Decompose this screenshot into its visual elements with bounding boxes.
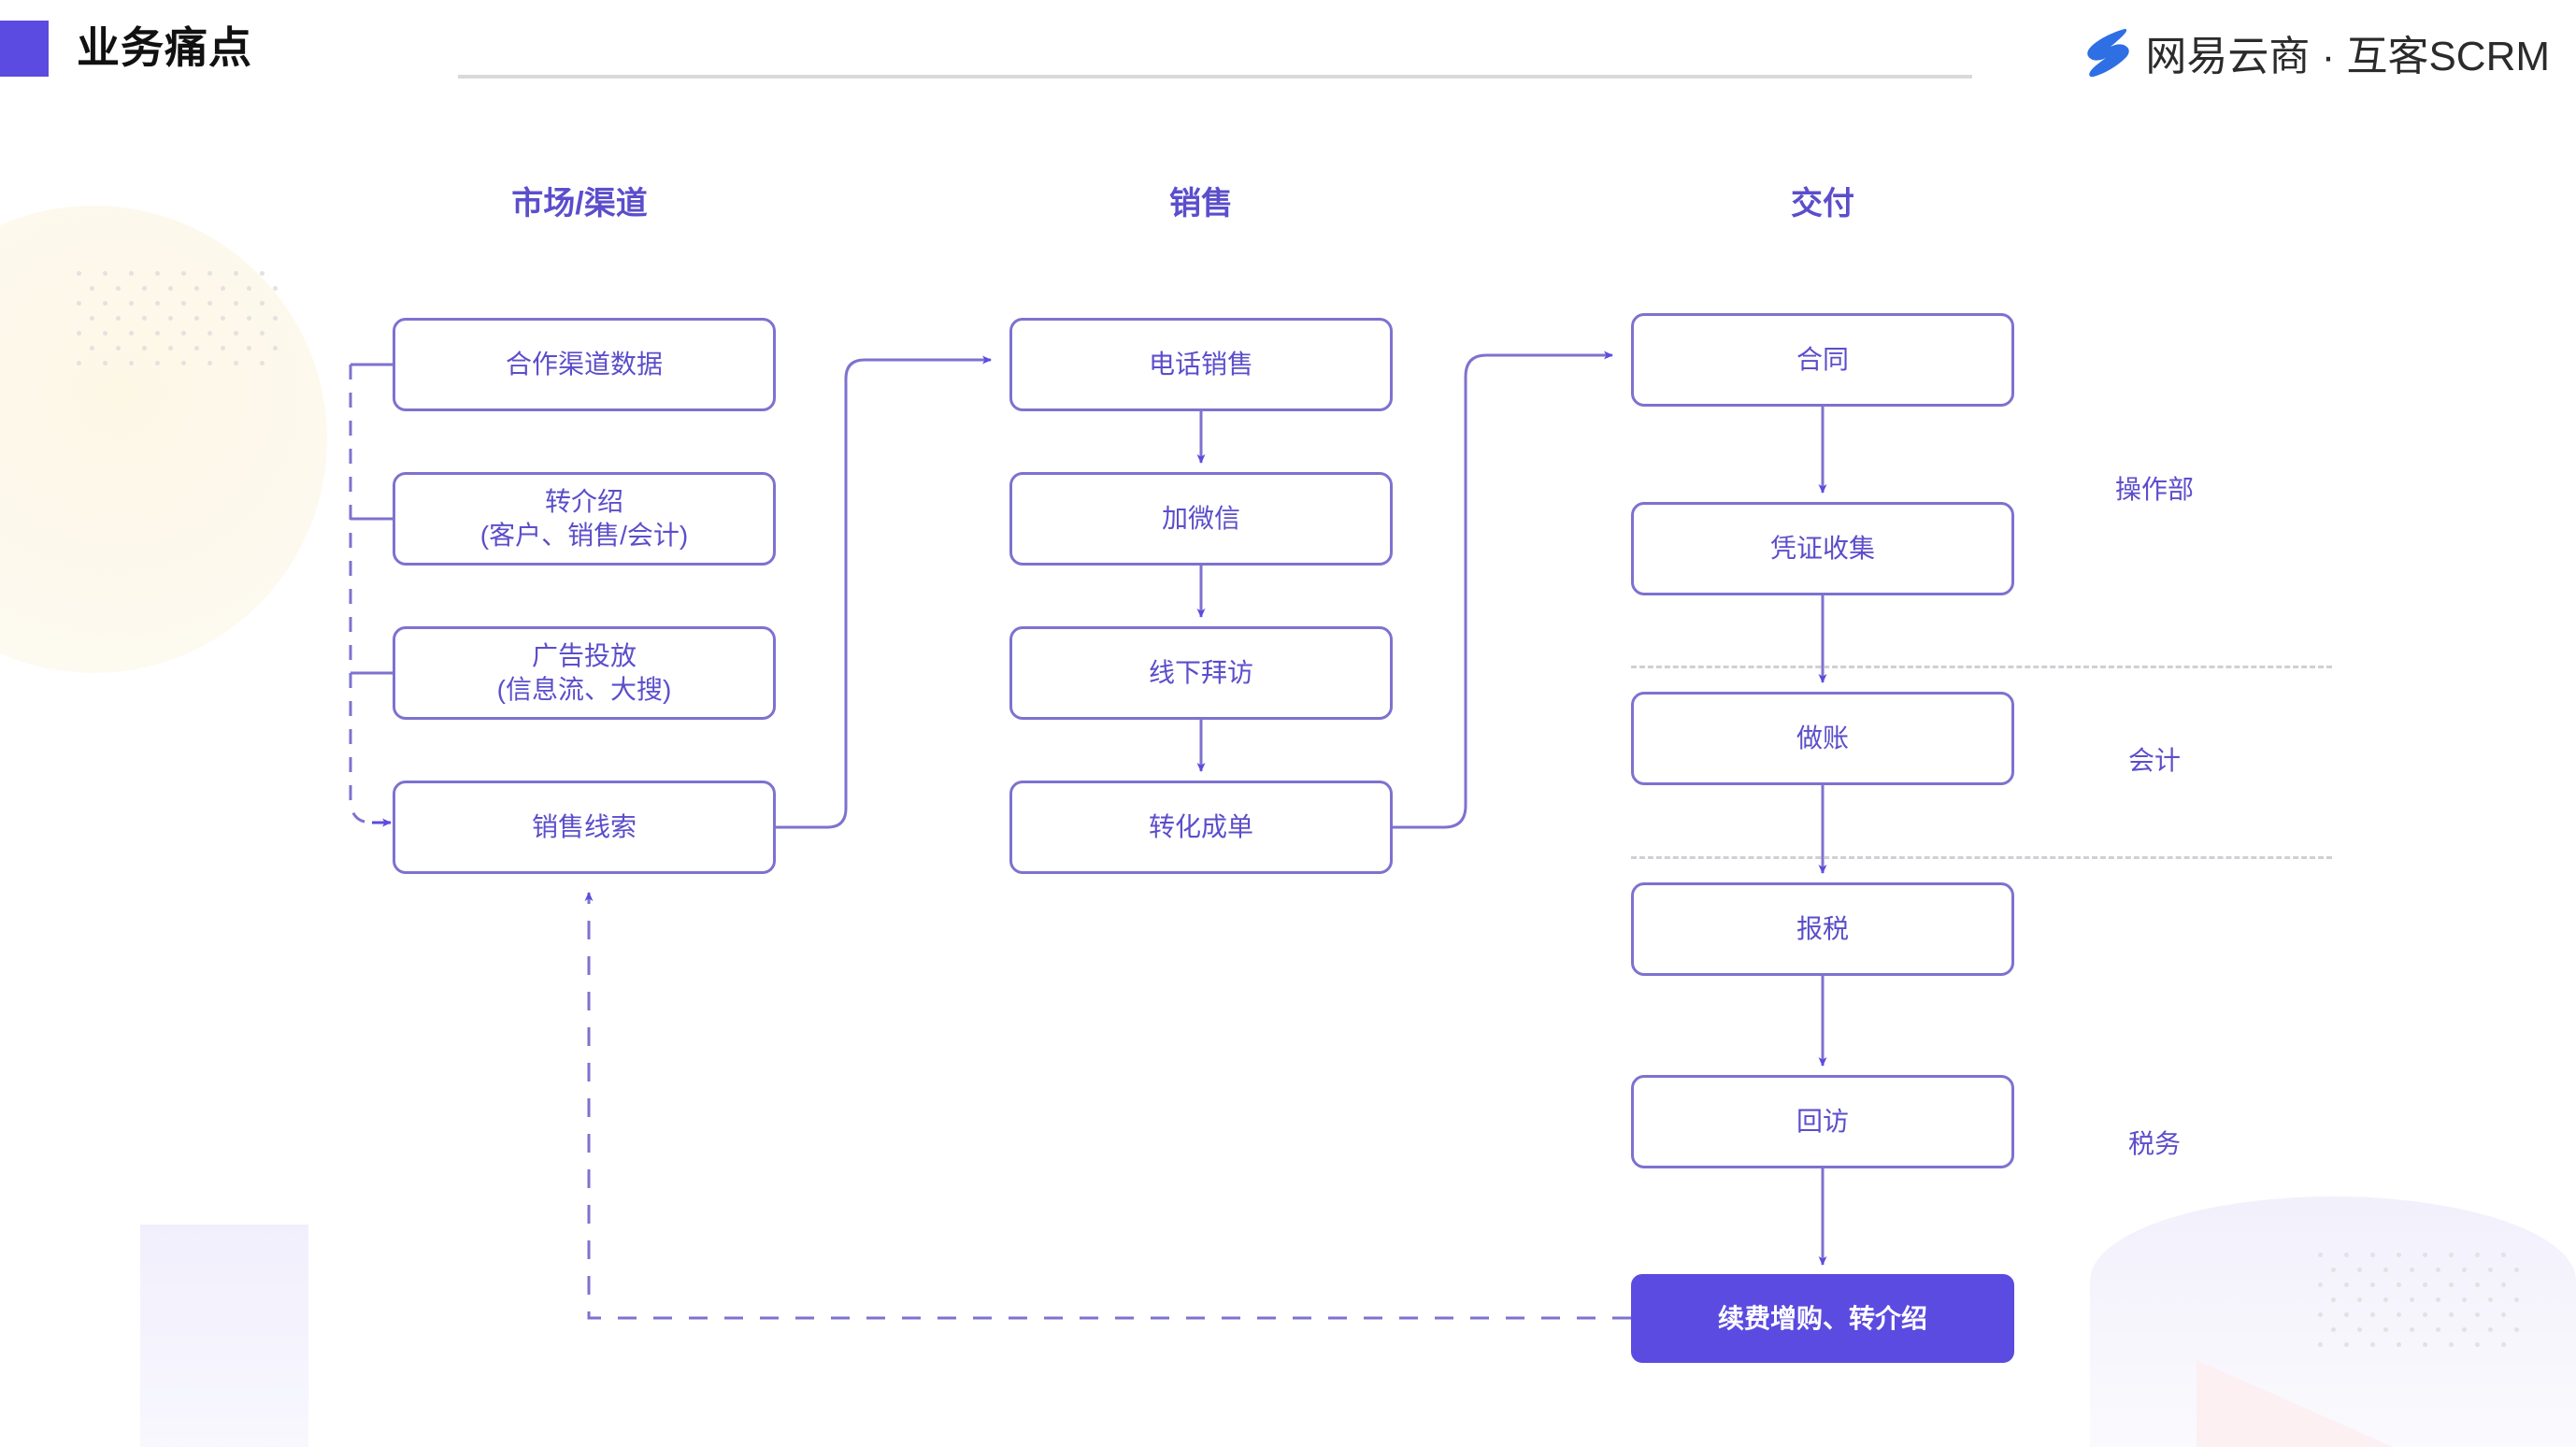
node-label: 转介绍(客户、销售/会计) [479,486,689,550]
node-ad-placement[interactable]: 广告投放(信息流、大搜) [393,626,776,720]
node-renewal-upsell-referral[interactable]: 续费增购、转介绍 [1631,1274,2014,1363]
node-voucher-collection[interactable]: 凭证收集 [1631,502,2014,595]
header-divider [458,75,1972,79]
node-add-wechat[interactable]: 加微信 [1009,472,1393,566]
lane-label-operations: 操作部 [2114,475,2195,504]
node-offline-visit[interactable]: 线下拜访 [1009,626,1393,720]
lane-divider-bottom [1631,856,2332,859]
title-accent-square [0,21,49,77]
node-sales-lead[interactable]: 销售线索 [393,781,776,874]
node-contract[interactable]: 合同 [1631,313,2014,407]
lane-label-accounting: 会计 [2127,746,2182,775]
node-follow-up-visit[interactable]: 回访 [1631,1075,2014,1168]
node-partner-channel-data[interactable]: 合作渠道数据 [393,318,776,411]
page-title: 业务痛点 [77,23,252,72]
lane-divider-top [1631,666,2332,668]
node-phone-sales[interactable]: 电话销售 [1009,318,1393,411]
column-heading-delivery: 交付 [1791,186,1854,222]
node-conversion-order[interactable]: 转化成单 [1009,781,1393,874]
lane-label-tax: 税务 [2127,1129,2182,1158]
node-referral[interactable]: 转介绍(客户、销售/会计) [393,472,776,566]
node-label: 广告投放(信息流、大搜) [496,640,672,704]
brand-lockup: 网易云商 · 互客SCRM [2083,22,2550,82]
column-heading-market: 市场/渠道 [511,186,648,222]
node-tax-filing[interactable]: 报税 [1631,882,2014,976]
netease-s-logo-icon [2087,28,2130,78]
brand-name: 网易云商 · 互客SCRM [2145,34,2550,79]
node-bookkeeping[interactable]: 做账 [1631,692,2014,785]
column-heading-sales: 销售 [1169,186,1233,222]
